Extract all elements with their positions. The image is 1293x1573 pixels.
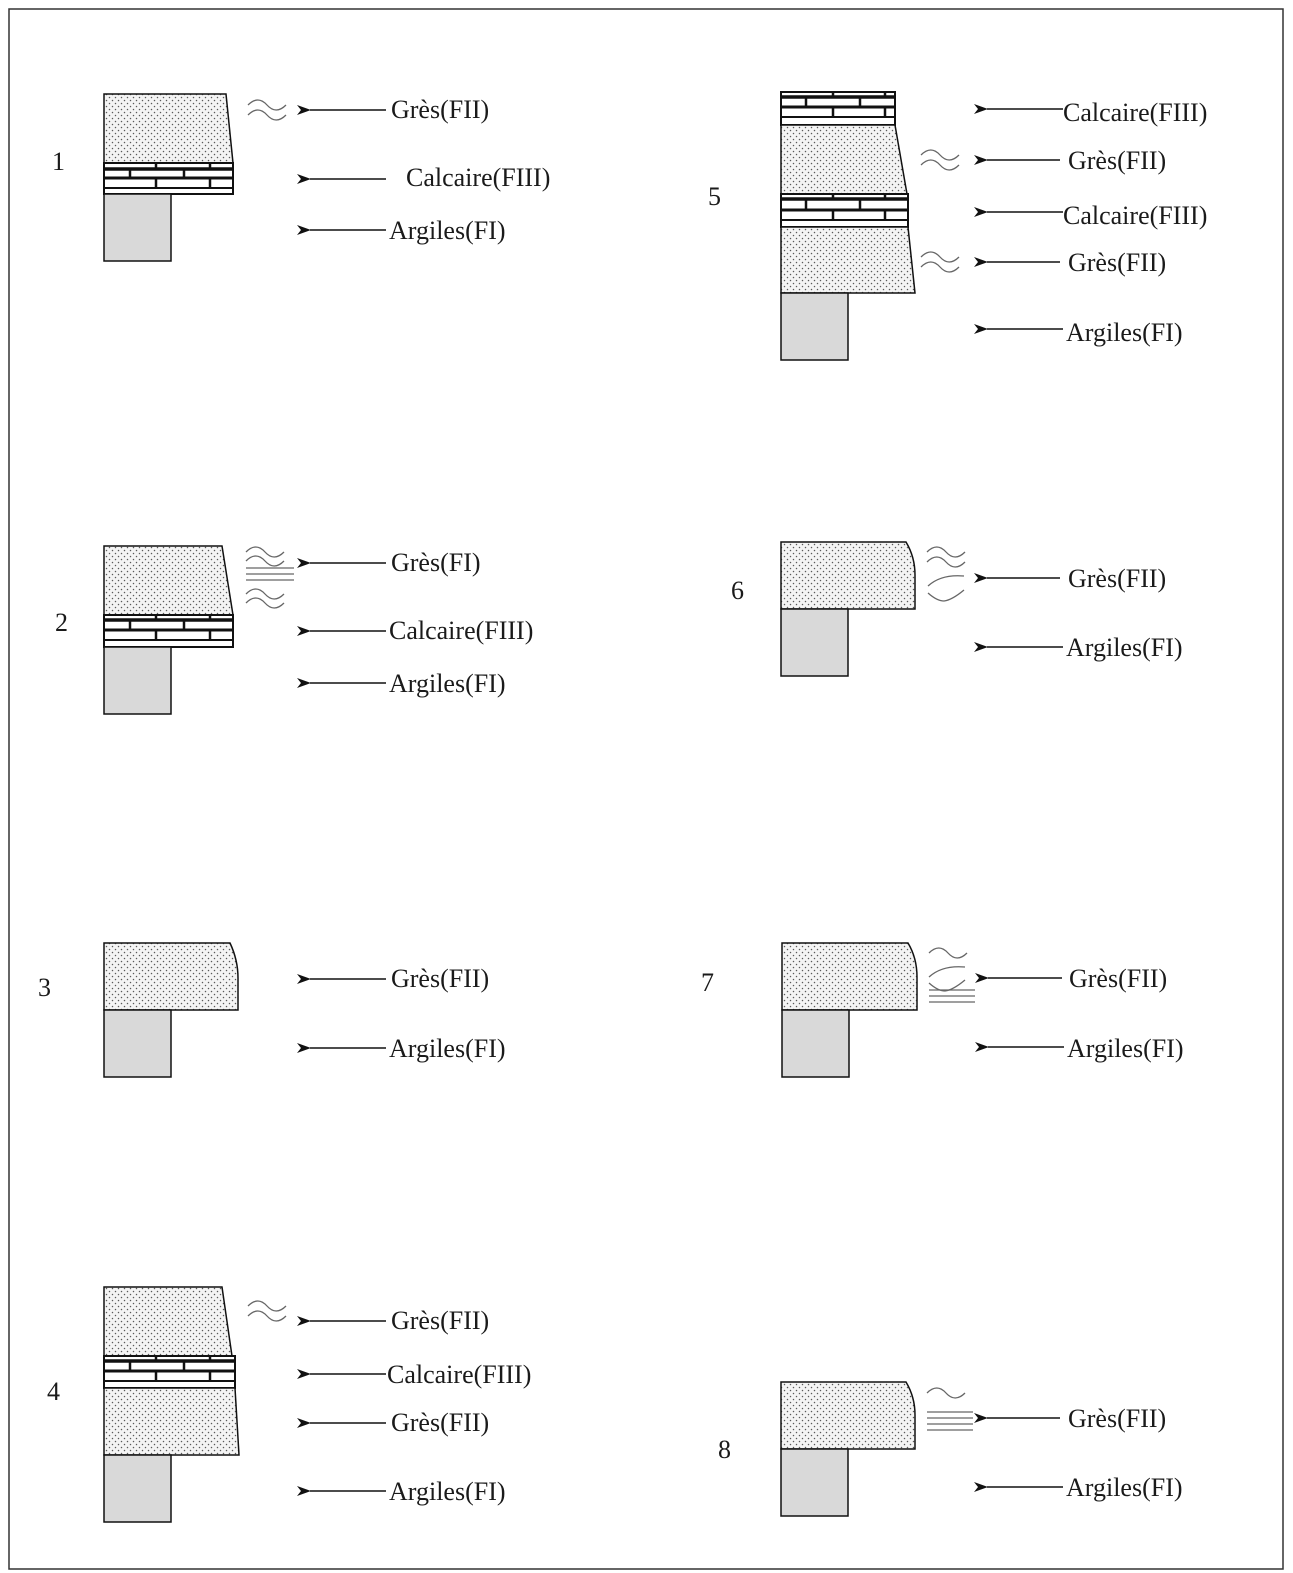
label-gres: Grès(FII) <box>391 1306 489 1335</box>
label-gres: Grès(FII) <box>1068 1404 1166 1433</box>
clay-bed <box>103 193 172 262</box>
log-number-2: 2 <box>55 608 68 637</box>
log-number-1: 1 <box>52 147 65 176</box>
label-argiles: Argiles(FI) <box>1066 1473 1183 1502</box>
log-number-5: 5 <box>708 182 721 211</box>
cross-bedding-symbol <box>926 546 966 602</box>
log-4: 4 Grès(FII) Calcaire(FIII) Grès(FII) Arg… <box>47 1286 531 1523</box>
sandstone-bed <box>103 545 234 616</box>
label-gres: Grès(FII) <box>391 964 489 993</box>
label-gres: Grès(FI) <box>391 548 481 577</box>
sandstone-bed <box>781 942 918 1011</box>
limestone-bed <box>103 614 234 648</box>
sandstone-bed <box>780 124 908 195</box>
label-calcaire: Calcaire(FIII) <box>1063 201 1207 230</box>
limestone-bed <box>103 162 234 195</box>
log-6: 6 Grès(FII) Argiles(FI) <box>731 541 1183 677</box>
label-gres: Grès(FII) <box>1068 564 1166 593</box>
label-argiles: Argiles(FI) <box>1067 1034 1184 1063</box>
ripple-lamination-symbol <box>926 1387 973 1431</box>
clay-bed <box>780 608 849 677</box>
label-argiles: Argiles(FI) <box>1066 318 1183 347</box>
log-number-8: 8 <box>718 1435 731 1464</box>
log-3: 3 Grès(FII) Argiles(FI) <box>38 942 506 1078</box>
label-calcaire: Calcaire(FIII) <box>406 163 550 192</box>
label-argiles: Argiles(FI) <box>389 216 506 245</box>
label-calcaire: Calcaire(FIII) <box>1063 98 1207 127</box>
limestone-bed <box>103 1355 236 1389</box>
sandstone-bed <box>103 1286 233 1357</box>
log-2: 2 Grès(FI) Calcaire(FIII) <box>55 545 533 715</box>
label-argiles: Argiles(FI) <box>389 1477 506 1506</box>
sandstone-bed <box>780 226 916 294</box>
log-7: 7 Grès(FII) Argiles(FI) <box>701 942 1184 1078</box>
label-calcaire: Calcaire(FIII) <box>387 1360 531 1389</box>
clay-bed <box>103 646 172 715</box>
label-calcaire: Calcaire(FIII) <box>389 616 533 645</box>
sandstone-bed <box>780 541 916 610</box>
ripple-lamination-symbol <box>245 546 294 609</box>
limestone-bed <box>780 193 909 228</box>
sandstone-bed <box>103 93 234 164</box>
label-gres: Grès(FII) <box>1069 964 1167 993</box>
ripple-symbol <box>247 99 287 121</box>
sandstone-bed <box>103 942 239 1011</box>
cross-bedding-lamination-symbol <box>928 947 975 1003</box>
label-gres: Grès(FII) <box>391 1408 489 1437</box>
label-gres: Grès(FII) <box>391 95 489 124</box>
log-number-7: 7 <box>701 968 714 997</box>
label-gres: Grès(FII) <box>1068 146 1166 175</box>
clay-bed <box>103 1454 172 1523</box>
clay-bed <box>103 1009 172 1078</box>
log-8: 8 Grès(FII) Argiles(FI) <box>718 1381 1183 1517</box>
log-number-3: 3 <box>38 973 51 1002</box>
limestone-bed <box>780 91 896 126</box>
clay-bed <box>781 1009 850 1078</box>
ripple-symbol <box>247 1300 287 1322</box>
sandstone-bed <box>103 1387 240 1456</box>
log-5: 5 <box>708 91 1207 361</box>
clay-bed <box>780 1448 849 1517</box>
label-gres: Grès(FII) <box>1068 248 1166 277</box>
label-argiles: Argiles(FI) <box>389 669 506 698</box>
sandstone-bed <box>780 1381 916 1450</box>
label-argiles: Argiles(FI) <box>389 1034 506 1063</box>
label-argiles: Argiles(FI) <box>1066 633 1183 662</box>
ripple-symbol <box>920 149 960 273</box>
figure-border <box>8 8 1284 1570</box>
log-number-4: 4 <box>47 1377 60 1406</box>
log-number-6: 6 <box>731 576 744 605</box>
log-1: 1 Grès(FII) Calcaire(FIII) Argiles(FI) <box>52 93 550 262</box>
clay-bed <box>780 292 849 361</box>
